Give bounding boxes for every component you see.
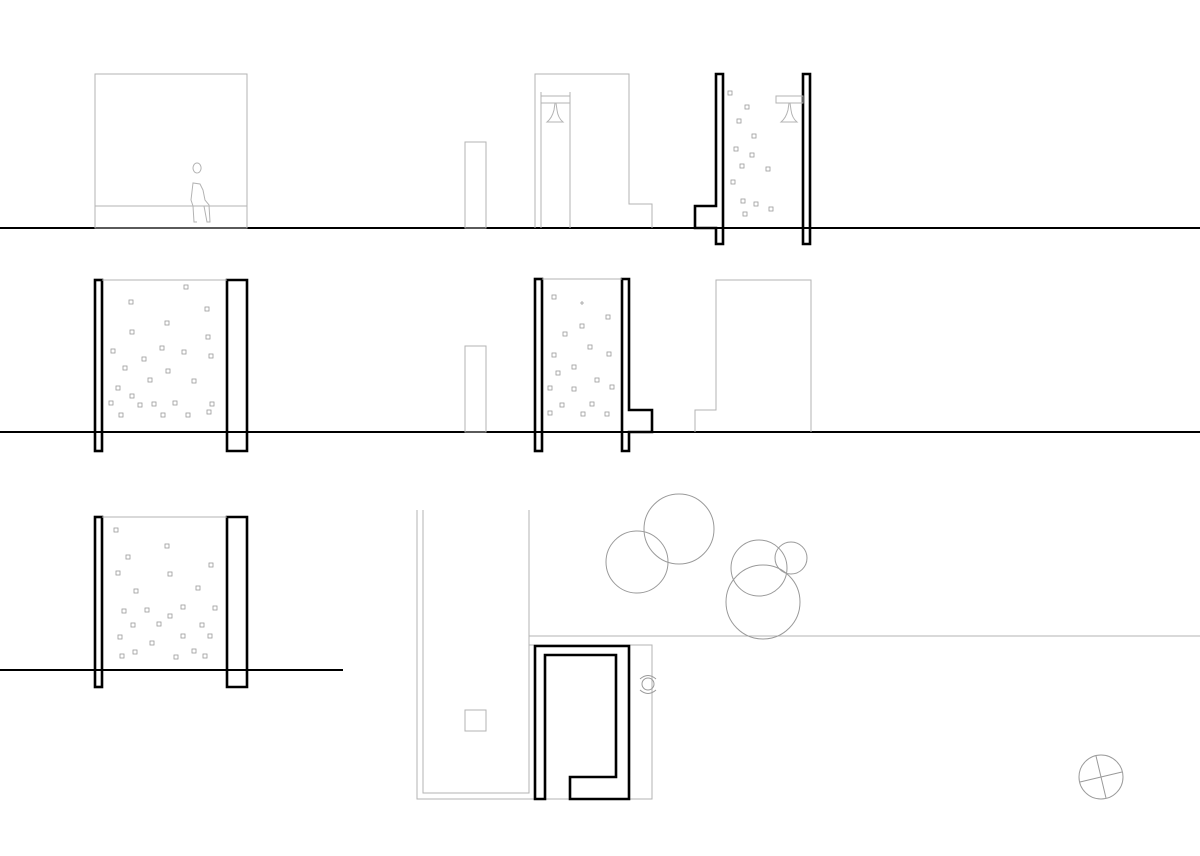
- right-wall-cut: [620, 277, 654, 453]
- perforated-wall-section-c: [93, 515, 249, 689]
- tower-outline: [534, 73, 653, 228]
- bell-beam: [540, 95, 571, 104]
- tree-canopy: [643, 493, 715, 565]
- bell-tower-section: [693, 72, 812, 246]
- trees: [605, 493, 808, 640]
- tree-canopy: [730, 539, 788, 597]
- short-pillar: [464, 141, 487, 229]
- wall-openings: [113, 527, 218, 660]
- tree-canopy: [774, 541, 808, 575]
- bell-icon: [545, 102, 565, 123]
- perforated-wall-section-b: [533, 277, 654, 453]
- seated-person-icon: [190, 162, 211, 223]
- left-wall-cut: [93, 278, 104, 453]
- wall-openings: [108, 284, 215, 418]
- north-arrow-icon: [1078, 754, 1124, 800]
- left-wall-cut: [693, 72, 725, 246]
- row-1-elevations: [0, 72, 1200, 246]
- pillar-plan: [464, 709, 487, 732]
- back-wall-outline: [94, 73, 248, 229]
- person-plan-icon: [639, 675, 657, 694]
- short-pillar: [464, 345, 487, 433]
- row-3: [0, 493, 1200, 801]
- tower-plan-walls: [533, 644, 631, 801]
- right-wall-cut: [225, 278, 249, 453]
- stepped-block-elevation: [694, 279, 812, 432]
- left-wall-cut: [533, 277, 544, 453]
- left-wall-cut: [93, 515, 104, 689]
- right-wall-cut: [225, 515, 249, 689]
- seated-figure-elevation: [94, 73, 248, 229]
- wall-openings: [727, 90, 774, 217]
- path-inner-outline: [422, 510, 530, 794]
- perforated-wall-section-a: [93, 278, 249, 453]
- tree-canopy: [725, 564, 801, 640]
- row-2-elevations: [0, 277, 1200, 453]
- bell-beam: [775, 95, 804, 104]
- tree-canopy: [605, 530, 669, 594]
- site-plan: [416, 493, 1200, 801]
- bell-icon: [779, 102, 799, 123]
- bell-tower-elevation: [534, 73, 653, 228]
- wall-openings: [547, 294, 615, 417]
- right-wall-cut: [801, 72, 812, 246]
